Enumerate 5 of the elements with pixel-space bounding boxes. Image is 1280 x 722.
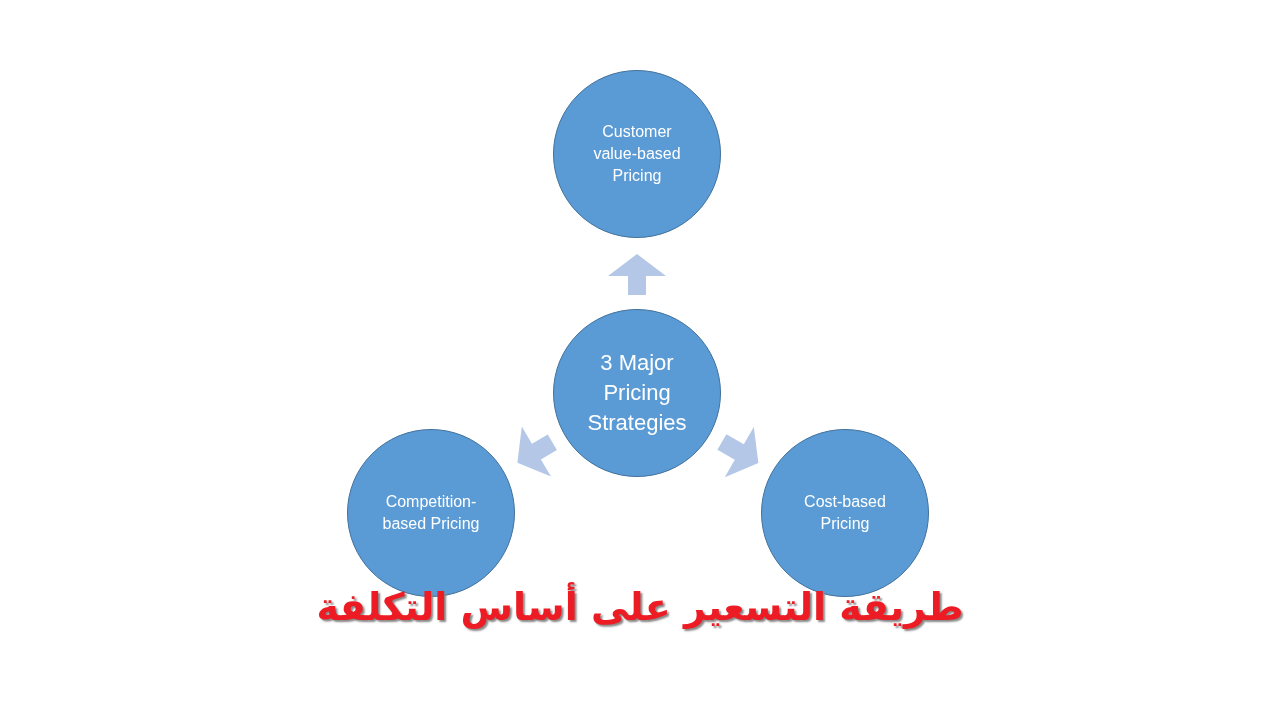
circle-node: 3 Major Pricing Strategies	[553, 309, 721, 477]
circle-node: Customer value-based Pricing	[553, 70, 721, 238]
block-arrow	[717, 426, 759, 478]
block-arrow	[608, 254, 666, 295]
block-arrow	[517, 426, 557, 477]
